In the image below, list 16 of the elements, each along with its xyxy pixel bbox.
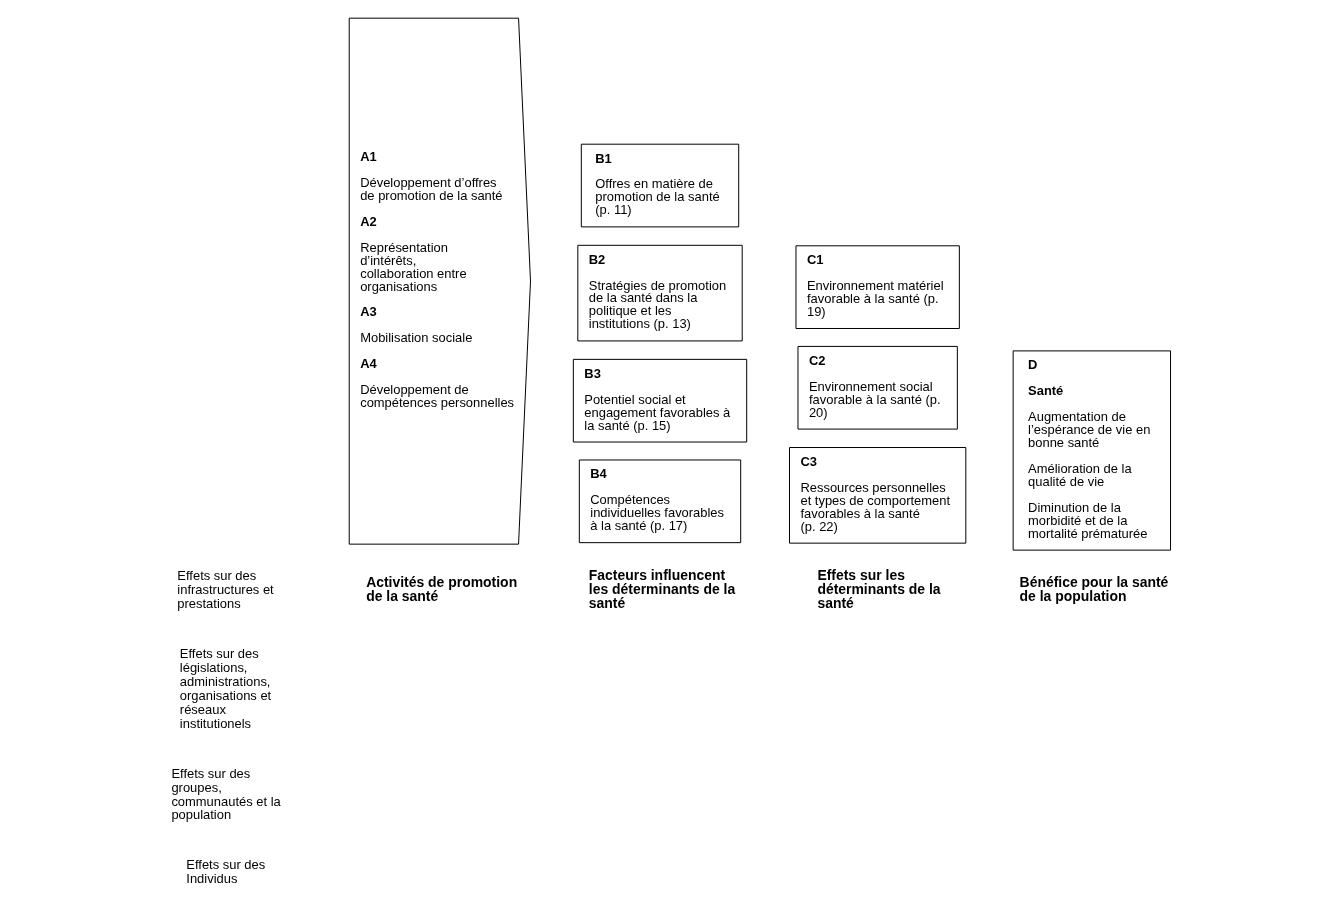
label: Effets sur des groupes, communautés et la population: [171, 765, 281, 823]
node-box: C2 Environnement social favorable à la santé (p. 20): [797, 345, 958, 430]
node-box: C1 Environnement matériel favorable à la santé (p. 19): [795, 245, 960, 329]
label: Effets sur des législations, administrations, organisations et réseaux institutionels: [179, 646, 272, 731]
label: Bénéfice pour la santé de la population: [1019, 574, 1169, 605]
node-box: B3 Potentiel social et engagement favorables à la santé (p. 15): [572, 358, 748, 443]
node-box: B2 Stratégies de promotion de la santé dans la politique et les institutions (p. 13): [577, 244, 743, 342]
node-box: D Santé Augmentation de l’espérance de vie en bonne santé Amélioration de la qualité de vie Diminution de la morbidité et de la mortalité prématurée: [1012, 350, 1172, 551]
node-box: B4 Compétences individuelles favorables à la santé (p. 17): [578, 459, 742, 544]
label: Facteurs influencent les déterminants de la santé: [588, 567, 736, 612]
label: Effets sur les déterminants de la santé: [817, 567, 941, 612]
label: Activités de promotion de la santé: [366, 574, 518, 605]
label: Effets sur des infrastructures et prestations: [177, 568, 274, 612]
node-box: C3 Ressources personnelles et types de comportement favorables à la santé (p. 22): [789, 447, 967, 544]
label: Effets sur des Individus: [186, 857, 266, 887]
node-box: B1 Offres en matière de promotion de la santé (p. 11): [580, 143, 740, 228]
